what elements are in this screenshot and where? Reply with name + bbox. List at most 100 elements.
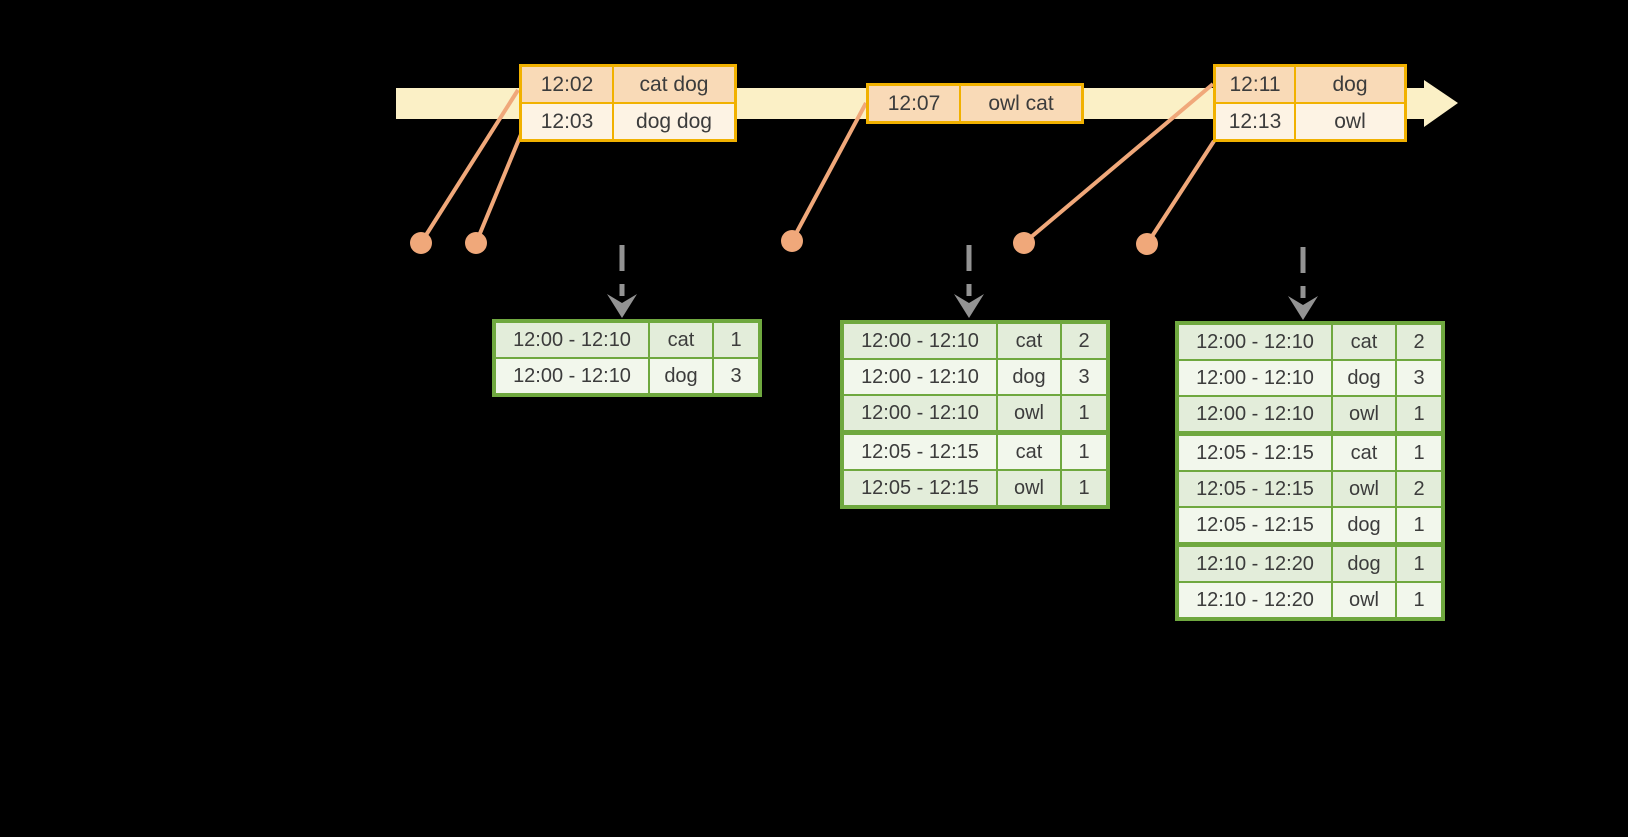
cell-count: 2: [1060, 321, 1109, 360]
cell-word: cat: [648, 320, 714, 359]
trigger-arrowheads: [607, 294, 1318, 320]
cell-count: 1: [712, 320, 761, 359]
cell-time: 12:07: [866, 83, 961, 124]
cell-count: 1: [1395, 395, 1444, 435]
cell-count: 1: [1395, 542, 1444, 583]
cell-word: dog: [1331, 506, 1397, 546]
cell-word: dog: [1331, 359, 1397, 397]
cell-window: 12:00 - 12:10: [1176, 395, 1333, 435]
cell-words: cat dog: [612, 64, 737, 104]
cell-time: 12:11: [1213, 64, 1296, 104]
cell-window: 12:05 - 12:15: [841, 430, 998, 471]
cell-word: owl: [1331, 581, 1397, 620]
cell-window: 12:05 - 12:15: [841, 469, 998, 508]
cell-words: owl: [1294, 102, 1407, 142]
cell-word: owl: [1331, 470, 1397, 508]
cell-count: 1: [1395, 506, 1444, 546]
trigger-arrow-lines: [619, 245, 1306, 298]
event-dot: [410, 232, 432, 254]
cell-window: 12:00 - 12:10: [1176, 322, 1333, 361]
cell-window: 12:00 - 12:10: [841, 321, 998, 360]
cell-window: 12:00 - 12:10: [841, 394, 998, 434]
cell-window: 12:10 - 12:20: [1176, 581, 1333, 620]
event-dot: [781, 230, 803, 252]
event-dot: [1013, 232, 1035, 254]
event-dots: [410, 230, 1158, 255]
cell-word: owl: [1331, 395, 1397, 435]
cell-time: 12:13: [1213, 102, 1296, 142]
connector-line: [790, 102, 868, 242]
cell-count: 1: [1395, 581, 1444, 620]
cell-word: cat: [1331, 431, 1397, 472]
event-dot: [1136, 233, 1158, 255]
cell-word: owl: [996, 394, 1062, 434]
event-connector-lines: [419, 82, 1216, 246]
arrow-down-icon: [607, 294, 637, 318]
cell-time: 12:02: [519, 64, 614, 104]
cell-window: 12:00 - 12:10: [1176, 359, 1333, 397]
cell-count: 2: [1395, 322, 1444, 361]
cell-time: 12:03: [519, 102, 614, 142]
arrow-down-icon: [1288, 296, 1318, 320]
cell-count: 1: [1060, 469, 1109, 508]
cell-window: 12:05 - 12:15: [1176, 506, 1333, 546]
cell-words: owl cat: [959, 83, 1084, 124]
cell-word: dog: [996, 358, 1062, 396]
cell-word: cat: [1331, 322, 1397, 361]
cell-count: 1: [1060, 394, 1109, 434]
timeline-arrowhead-icon: [1424, 80, 1458, 127]
connector-line: [1145, 139, 1216, 246]
cell-count: 1: [1395, 431, 1444, 472]
cell-window: 12:05 - 12:15: [1176, 470, 1333, 508]
cell-count: 1: [1060, 430, 1109, 471]
arrow-down-icon: [954, 294, 984, 318]
cell-word: dog: [648, 357, 714, 396]
cell-window: 12:10 - 12:20: [1176, 542, 1333, 583]
cell-window: 12:00 - 12:10: [493, 357, 650, 396]
cell-word: owl: [996, 469, 1062, 508]
cell-word: cat: [996, 321, 1062, 360]
cell-word: cat: [996, 430, 1062, 471]
connector-line: [474, 131, 524, 244]
connector-line: [1022, 82, 1215, 245]
cell-words: dog: [1294, 64, 1407, 104]
cell-words: dog dog: [612, 102, 737, 142]
cell-word: dog: [1331, 542, 1397, 583]
event-dot: [465, 232, 487, 254]
cell-count: 3: [1395, 359, 1444, 397]
cell-count: 3: [1060, 358, 1109, 396]
cell-window: 12:00 - 12:10: [493, 320, 650, 359]
cell-count: 2: [1395, 470, 1444, 508]
connector-line: [419, 88, 520, 245]
cell-count: 3: [712, 357, 761, 396]
cell-window: 12:05 - 12:15: [1176, 431, 1333, 472]
